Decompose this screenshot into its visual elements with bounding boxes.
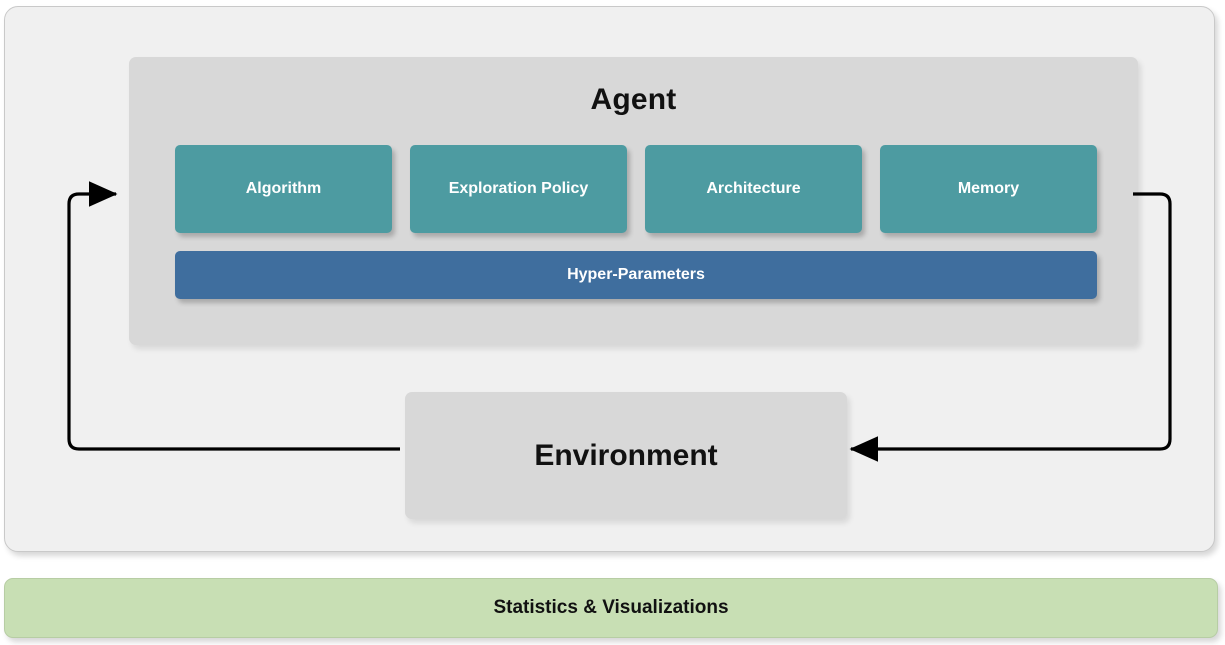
statistics-visualizations-bar[interactable]: Statistics & Visualizations xyxy=(4,578,1218,638)
agent-environment-panel: Agent Algorithm Exploration Policy Archi… xyxy=(4,6,1215,552)
agent-title: Agent xyxy=(590,83,677,116)
hyper-parameters-bar[interactable]: Hyper-Parameters xyxy=(175,251,1097,299)
agent-container: Agent Algorithm Exploration Policy Archi… xyxy=(129,57,1138,345)
agent-component-row: Algorithm Exploration Policy Architectur… xyxy=(175,145,1097,233)
agent-component-memory[interactable]: Memory xyxy=(880,145,1097,233)
agent-component-algorithm[interactable]: Algorithm xyxy=(175,145,392,233)
environment-box[interactable]: Environment xyxy=(405,392,847,519)
agent-component-architecture[interactable]: Architecture xyxy=(645,145,862,233)
agent-component-exploration-policy[interactable]: Exploration Policy xyxy=(410,145,627,233)
